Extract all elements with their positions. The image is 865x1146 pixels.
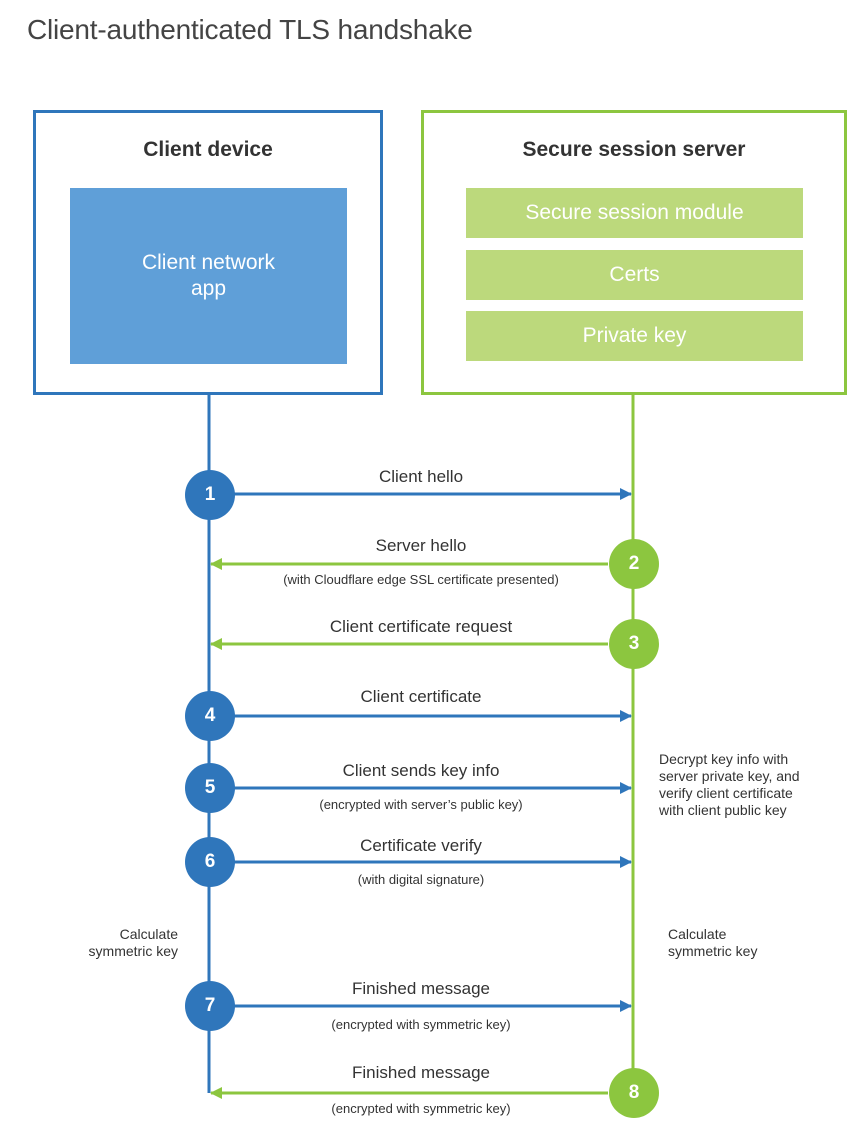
- step-2-detail: (with Cloudflare edge SSL certificate pr…: [283, 572, 559, 587]
- step-3-badge: 3: [609, 619, 659, 669]
- step-4-message: Client certificate: [360, 687, 482, 706]
- step-8-badge: 8: [609, 1068, 659, 1118]
- step-2-badge: 2: [609, 539, 659, 589]
- secure-session-module: Secure session module: [466, 188, 803, 238]
- step-4-badge: 4: [185, 691, 235, 741]
- secure-session-server-box: Secure session server Secure session mod…: [421, 110, 847, 395]
- step-8-message: Finished message: [352, 1063, 490, 1082]
- step-7-badge: 7: [185, 981, 235, 1031]
- step-7-detail: (encrypted with symmetric key): [331, 1017, 511, 1032]
- client-device-box: Client device Client network app: [33, 110, 383, 395]
- private-key-module: Private key: [466, 311, 803, 361]
- step-3-message: Client certificate request: [329, 617, 513, 636]
- step-5-badge: 5: [185, 763, 235, 813]
- client-network-app: Client network app: [70, 188, 347, 364]
- step-2-message: Server hello: [375, 536, 467, 555]
- client-network-app-label: Client network app: [141, 251, 276, 300]
- step-7-message: Finished message: [352, 979, 490, 998]
- client-calculate-note: Calculate symmetric key: [88, 926, 178, 959]
- step-6-badge: 6: [185, 837, 235, 887]
- step-8-detail: (encrypted with symmetric key): [331, 1101, 511, 1116]
- certs-module: Certs: [466, 250, 803, 300]
- step-5-detail: (encrypted with server’s public key): [319, 797, 523, 812]
- step-6-message: Certificate verify: [360, 836, 482, 855]
- step-6-detail: (with digital signature): [357, 872, 485, 887]
- diagram-title: Client-authenticated TLS handshake: [27, 14, 473, 45]
- step-5-message: Client sends key info: [342, 761, 500, 780]
- step-1-badge: 1: [185, 470, 235, 520]
- client-device-heading: Client device: [143, 138, 273, 161]
- step-1-message: Client hello: [378, 467, 464, 486]
- server-decrypt-note: Decrypt key info with server private key…: [659, 751, 800, 818]
- server-calculate-note: Calculate symmetric key: [668, 926, 758, 959]
- secure-session-server-heading: Secure session server: [522, 138, 746, 161]
